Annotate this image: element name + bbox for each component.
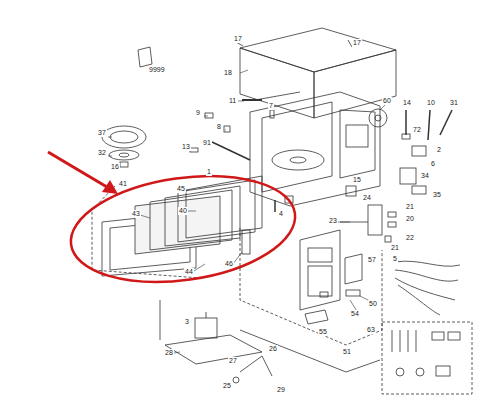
callout-number: 18	[223, 69, 233, 77]
callout-number: 32	[97, 149, 107, 157]
callout-number: 72	[412, 126, 422, 134]
callout-number: 43	[131, 210, 141, 218]
callout-number: 91	[202, 139, 212, 147]
callout-number: 60	[382, 97, 392, 105]
callout-number: 5	[392, 255, 398, 263]
callout-number: 24	[362, 194, 372, 202]
callout-number: 3	[184, 318, 190, 326]
callout-number: 22	[405, 234, 415, 242]
callout-number: 31	[449, 99, 459, 107]
callout-number: 11	[228, 97, 237, 105]
hardware-kit	[382, 322, 472, 394]
callout-number: 40	[178, 207, 188, 215]
callout-number: 17	[352, 39, 362, 47]
manual-card	[138, 47, 152, 67]
callout-number: 9	[195, 109, 201, 117]
group-outline	[240, 228, 382, 345]
callout-number: 14	[402, 99, 412, 107]
callout-number: 26	[268, 345, 278, 353]
callout-number: 55	[318, 328, 328, 336]
callout-number: 17	[233, 35, 243, 43]
callout-number: 28	[164, 349, 174, 357]
callout-number: 4	[278, 210, 284, 218]
callout-number: 50	[368, 300, 378, 308]
callout-number: 21	[405, 203, 415, 211]
callout-number: 15	[352, 176, 362, 184]
callout-number: 9999	[148, 66, 166, 74]
callout-number: 29	[276, 386, 286, 394]
callout-number: 35	[432, 191, 442, 199]
red-arrow	[48, 152, 118, 194]
callout-number: 25	[222, 382, 232, 390]
turntable	[102, 126, 146, 167]
callout-number: 37	[97, 129, 107, 137]
callout-number: 6	[430, 160, 436, 168]
wire-harness	[395, 261, 460, 315]
callout-number: 41	[118, 180, 128, 188]
callout-number: 63	[366, 326, 376, 334]
cavity-chassis	[250, 92, 380, 206]
hardware-items	[392, 330, 460, 376]
control-panel	[300, 230, 362, 324]
callout-number: 21	[390, 244, 400, 252]
cabinet-wrapper	[236, 28, 396, 118]
callout-number: 23	[328, 217, 338, 225]
callout-number: 2	[436, 146, 442, 154]
callout-number: 34	[420, 172, 430, 180]
callout-number: 13	[181, 143, 191, 151]
callout-number: 20	[405, 215, 415, 223]
callout-number: 7	[268, 102, 274, 110]
callout-number: 27	[228, 357, 238, 365]
leader-lines	[108, 70, 386, 353]
callout-number: 57	[367, 256, 377, 264]
callout-number: 16	[110, 163, 120, 171]
base-plate	[160, 300, 380, 383]
small-parts	[190, 100, 293, 212]
right-components	[340, 109, 452, 242]
callout-number: 44	[184, 268, 194, 276]
callout-number: 10	[426, 99, 436, 107]
callout-number: 1	[206, 168, 212, 176]
callout-number: 46	[224, 260, 234, 268]
callout-number: 51	[342, 348, 352, 356]
callout-number: 45	[176, 185, 186, 193]
callout-number: 54	[350, 310, 360, 318]
callout-number: 8	[216, 123, 222, 131]
